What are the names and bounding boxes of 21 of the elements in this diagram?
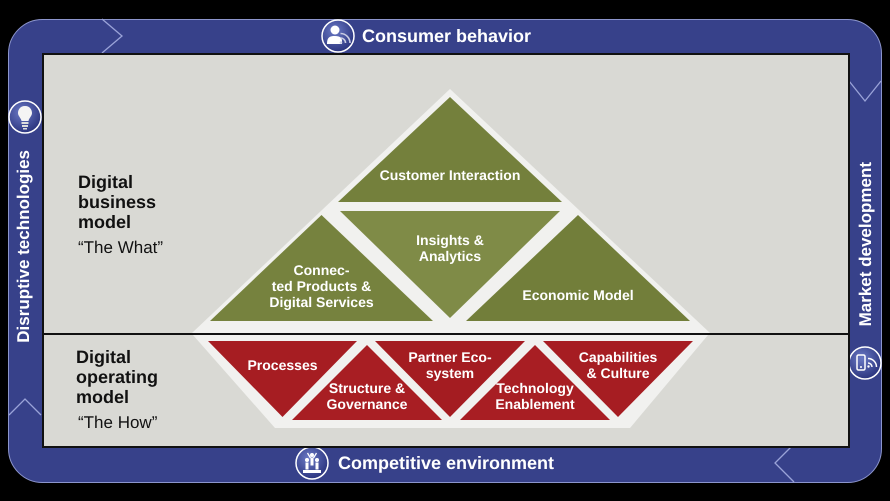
section-subtitle: “The What” — [78, 238, 164, 258]
section-heading: Digital business model — [78, 172, 158, 232]
segment-label: Structure & Governance — [326, 380, 408, 412]
segment-label: Economic Model — [521, 287, 635, 303]
segment-label: Connec- ted Products & Digital Services — [268, 262, 375, 310]
band-label: Consumer behavior — [362, 25, 532, 47]
band-label: Competitive environment — [338, 452, 554, 474]
segment-label: Insights & Analytics — [415, 232, 485, 264]
triangle-segment — [338, 97, 562, 202]
section-heading: Digital operating model — [76, 347, 160, 407]
model-panel — [42, 333, 850, 448]
segment-label: Partner Eco- system — [407, 349, 493, 381]
segment-label: Processes — [246, 357, 319, 373]
model-panel — [42, 53, 850, 333]
frame-band — [8, 19, 882, 483]
segment-label: Customer Interaction — [378, 167, 522, 183]
band-label: Market development — [855, 162, 876, 326]
section-subtitle: “The How” — [78, 413, 158, 433]
band-label: Disruptive technologies — [13, 150, 34, 343]
segment-label: Capabilities & Culture — [578, 349, 658, 381]
segment-label: Technology Enablement — [494, 380, 576, 412]
